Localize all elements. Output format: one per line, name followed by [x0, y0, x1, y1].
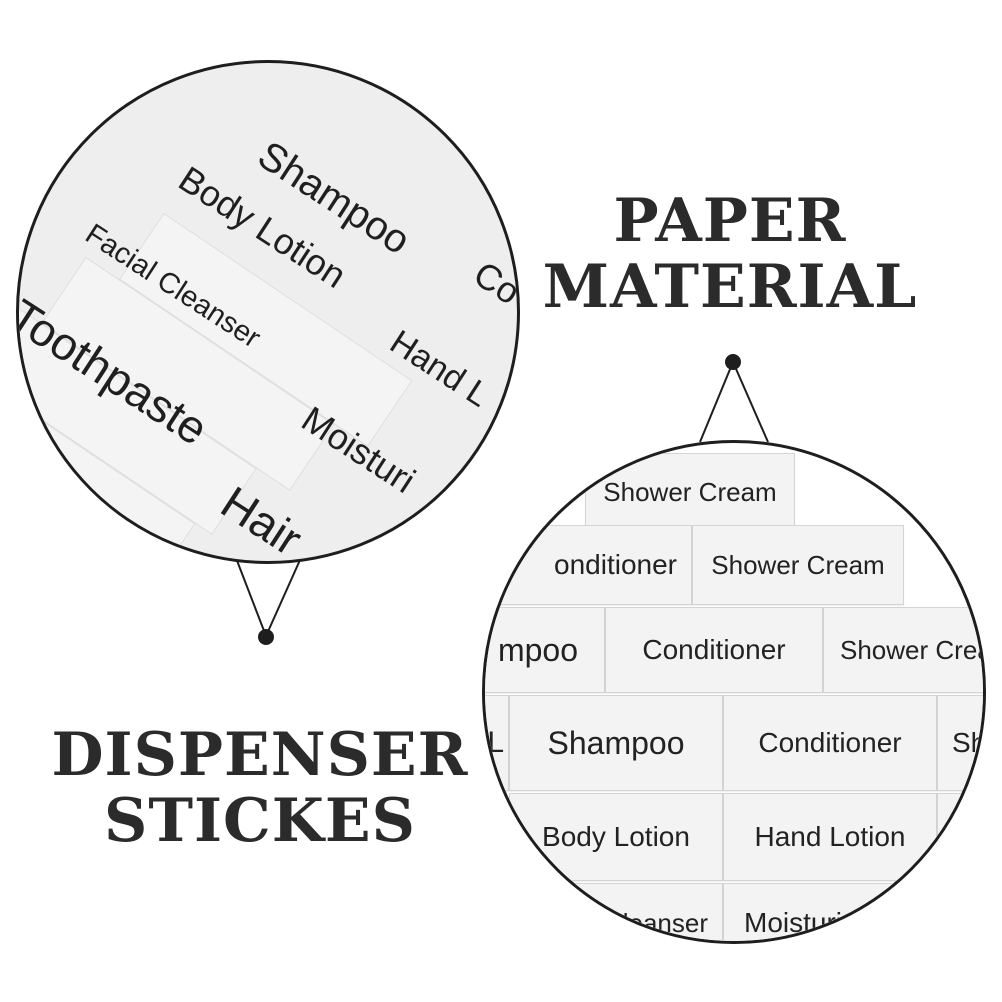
sticker-label: Conditioner [605, 607, 823, 693]
sticker-label: leanser [509, 883, 723, 941]
left-callout-dot [258, 629, 274, 645]
sticker-label: Sh [937, 695, 983, 791]
sticker-label: L [485, 695, 509, 791]
right-callout-line [699, 361, 734, 443]
sticker-label: Shower Crea [823, 607, 983, 693]
sticker-label: Body Lotion [509, 793, 723, 881]
right-callout-dot [725, 354, 741, 370]
dispenser-stickes-heading: DISPENSER STICKES [40, 722, 480, 854]
heading-line: MATERIAL [542, 252, 918, 322]
heading-line: STICKES [103, 786, 416, 856]
sticker-label: Conditioner [723, 695, 937, 791]
sticker-text-hand-lotion-partial: Hand L [383, 323, 496, 415]
sticker-text-conditioner-partial: Co [466, 253, 520, 313]
sticker-label: mpoo [485, 607, 605, 693]
heading-line: DISPENSER [51, 720, 469, 790]
right-callout-line [732, 361, 769, 443]
magnified-sticker-grid: Shower Cream onditioner Shower Cream mpo… [482, 440, 986, 944]
sticker-label [937, 793, 983, 881]
sticker-label: onditioner [500, 525, 692, 605]
left-callout-line [235, 557, 267, 637]
paper-material-heading: PAPER MATERIAL [540, 188, 920, 320]
sticker-label: Shampoo [509, 695, 723, 791]
sticker-label: Shower Cream [692, 525, 904, 605]
left-callout-line [265, 559, 301, 637]
sticker-label: Moisturi [723, 883, 937, 941]
heading-line: PAPER [613, 186, 847, 256]
sticker-label: Hand Lotion [723, 793, 937, 881]
sticker-label: Shower Cream [585, 453, 795, 531]
magnified-sticker-sheet-rotated: Shampoo Body Lotion Facial Cleanser Toot… [16, 60, 520, 564]
